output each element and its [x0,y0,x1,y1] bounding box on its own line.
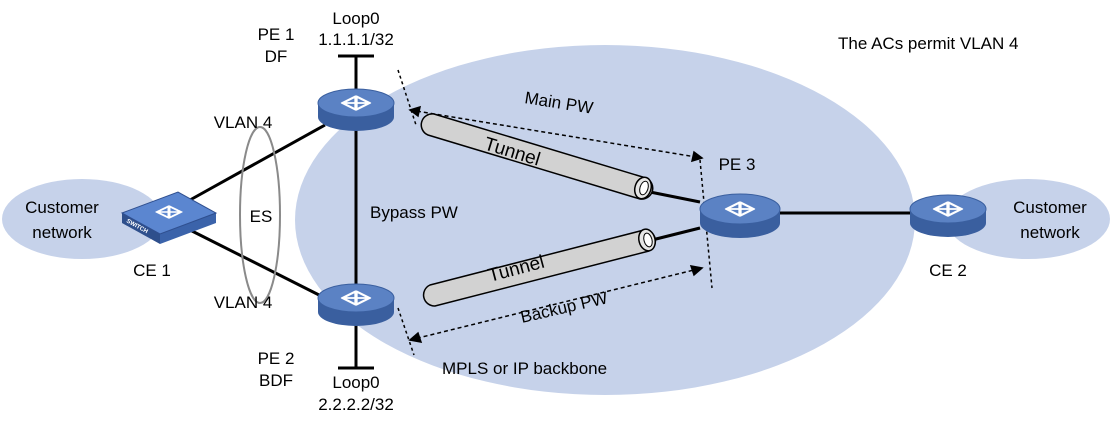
main-pw-line [409,109,703,159]
ce2-name-label: CE 2 [929,261,967,280]
switch-ce1-front [122,213,160,244]
pe2-role-label: BDF [259,371,293,390]
backup-pw-line [409,267,703,341]
backup-pw-arrow-left [408,331,423,343]
main-pw-arrow-left [408,105,422,118]
pe2-address-label: 2.2.2.2/32 [318,395,394,414]
upper-tunnel-to-pe3 [649,190,701,204]
bypass-pw-label: Bypass PW [370,203,458,222]
vlan-upper-label: VLAN 4 [214,113,273,132]
router-pe3 [699,193,781,238]
vlan-lower-label: VLAN 4 [214,293,273,312]
pw-paths [397,69,713,356]
right-customer-cloud [946,179,1110,259]
switch-ce1-right [160,213,216,244]
tunnel-lower-end-inner [643,232,653,248]
router-ce2 [909,194,987,237]
pe2-loopback-label: Loop0 [332,373,379,392]
right-site-line2: network [1020,223,1080,242]
main-pw-marker [397,69,417,126]
pe1-role-label: DF [265,47,288,66]
switch-ce1: SWITCH [120,191,218,244]
right-site-line1: Customer [1013,198,1087,217]
pe2-name-label: PE 2 [258,349,295,368]
tunnel-upper: Tunnel [420,113,654,200]
pe1-loopback-label: Loop0 [332,9,379,28]
tunnel-upper-end-inner [639,180,649,196]
left-customer-cloud [2,179,162,259]
lower-tunnel-to-pe3 [651,226,701,242]
link-ce1-pe2 [189,228,326,300]
pe3-name-label: PE 3 [719,155,756,174]
backup-pw-arrow-right [689,265,704,277]
es-label: ES [250,207,273,226]
left-site-line2: network [32,223,92,242]
es-ellipse [239,126,281,304]
links [189,54,912,370]
main-pw-arrow-right [690,150,704,163]
backbone-label: MPLS or IP backbone [442,359,607,378]
router-pe2 [317,283,395,326]
pe1-address-label: 1.1.1.1/32 [318,30,394,49]
pe1-name-label: PE 1 [258,25,295,44]
backup-pw-marker [397,307,415,356]
left-site-line1: Customer [25,198,99,217]
link-ce1-pe1 [189,123,326,202]
note-text: The ACs permit VLAN 4 [838,34,1018,53]
router-pe1 [317,88,395,131]
ce1-name-label: CE 1 [133,261,171,280]
